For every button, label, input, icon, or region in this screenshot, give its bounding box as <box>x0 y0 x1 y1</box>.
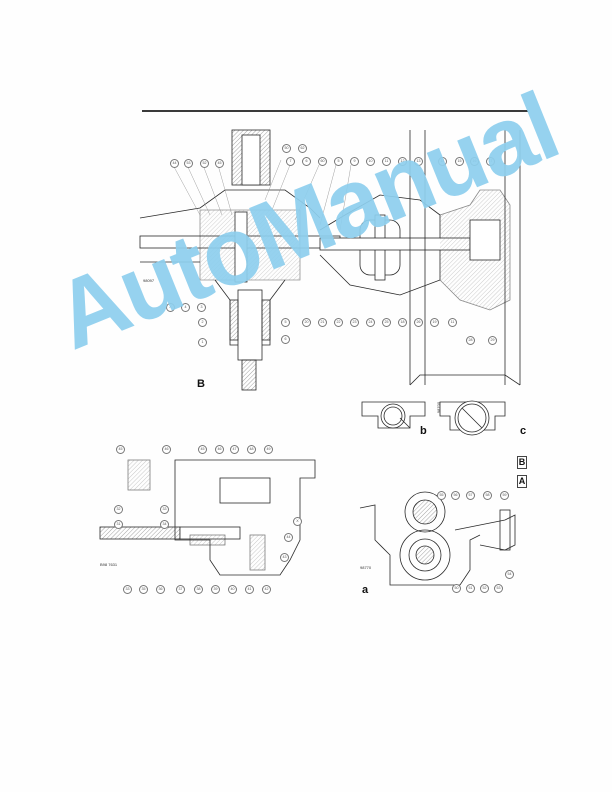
callout: X <box>166 303 175 312</box>
callout: 51 <box>466 584 475 593</box>
callout: 6 <box>281 335 290 344</box>
callout: 28 <box>466 336 475 345</box>
callout: 39 <box>211 585 220 594</box>
callout: 56 <box>451 491 460 500</box>
callout: 21 <box>318 318 327 327</box>
callout: 4 <box>181 303 190 312</box>
callout: 5 <box>281 318 290 327</box>
callout: 20 <box>302 318 311 327</box>
callout: 10 <box>366 157 375 166</box>
callout: 18 <box>398 318 407 327</box>
callout: 12 <box>398 157 407 166</box>
callout: 31 <box>114 520 123 529</box>
callout: 45 <box>116 445 125 454</box>
callout: 32 <box>114 505 123 514</box>
callout: 19 <box>430 318 439 327</box>
figure-label-b: b <box>420 425 427 437</box>
callout: 2 <box>198 318 207 327</box>
callout: 48 <box>247 445 256 454</box>
callout: 11 <box>382 157 391 166</box>
callout: 7 <box>286 157 295 166</box>
callout: 59 <box>500 491 509 500</box>
callout: 40 <box>228 585 237 594</box>
ref-code-lower-left: B98 7631 <box>100 562 118 567</box>
callout: 60 <box>318 157 327 166</box>
callout: 46 <box>162 445 171 454</box>
callout: 52 <box>200 159 209 168</box>
callout: 62 <box>298 144 307 153</box>
callout: 58 <box>483 491 492 500</box>
callout: 3 <box>197 303 206 312</box>
callout: 14 <box>438 157 447 166</box>
callout: 46 <box>215 445 224 454</box>
callout: 16 <box>470 157 479 166</box>
callout: 38 <box>194 585 203 594</box>
callout: 6 <box>302 157 311 166</box>
callout: 34 <box>160 520 169 529</box>
callout: 41 <box>245 585 254 594</box>
callout: 36 <box>156 585 165 594</box>
callout: 52 <box>480 584 489 593</box>
callout: 25 <box>382 318 391 327</box>
callout: 24 <box>366 318 375 327</box>
callout: 13 <box>414 157 423 166</box>
callout: 37 <box>176 585 185 594</box>
callout: 49 <box>264 445 273 454</box>
callout: 53 <box>184 159 193 168</box>
callout: 45 <box>198 445 207 454</box>
indicator-b: B <box>517 456 527 469</box>
figure-label-main: B <box>197 378 205 390</box>
callout: 9 <box>350 157 359 166</box>
callout: X <box>293 517 302 526</box>
callout: 35 <box>139 585 148 594</box>
indicator-a: A <box>517 475 527 488</box>
callout: 45 <box>215 159 224 168</box>
ref-code-lower-right: 98770 <box>360 565 372 570</box>
callout: 50 <box>452 584 461 593</box>
callout: 1 <box>198 338 207 347</box>
callout: 5 <box>334 157 343 166</box>
callout: 22 <box>334 318 343 327</box>
callout: 54 <box>505 570 514 579</box>
callout: 29 <box>488 336 497 345</box>
callout: 33 <box>123 585 132 594</box>
callout: 44 <box>170 159 179 168</box>
figure-label-a: a <box>362 584 369 596</box>
header-rule <box>142 110 528 112</box>
callout: 55 <box>437 491 446 500</box>
callout: 17 <box>486 157 495 166</box>
callout: 26 <box>414 318 423 327</box>
callout: 43 <box>280 553 289 562</box>
callout: 23 <box>350 318 359 327</box>
callout: 42 <box>262 585 271 594</box>
callout: 33 <box>160 505 169 514</box>
callout: 57 <box>466 491 475 500</box>
figure-label-c: c <box>520 425 527 437</box>
callout: 53 <box>494 584 503 593</box>
callout: 50 <box>282 144 291 153</box>
ref-code-main: 98097 <box>143 278 155 283</box>
callout: 44 <box>284 533 293 542</box>
callout: 47 <box>230 445 239 454</box>
callout: 15 <box>455 157 464 166</box>
callout: 11 <box>448 318 457 327</box>
ref-code-inset-c: 98700 <box>436 401 442 414</box>
